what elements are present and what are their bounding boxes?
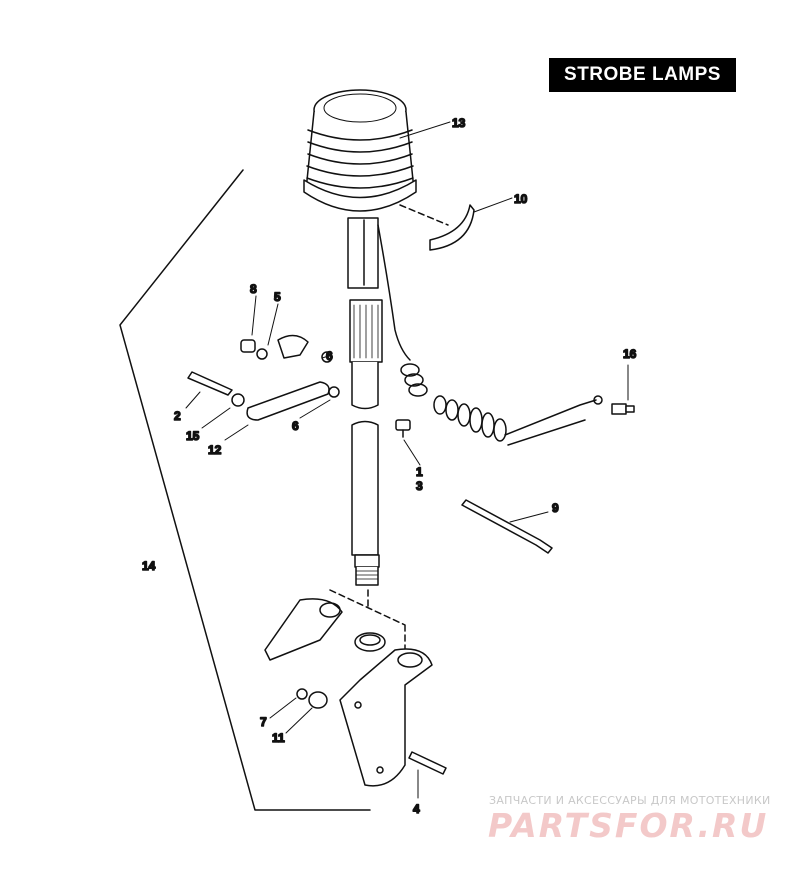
diagram-title: STROBE LAMPS: [549, 58, 736, 92]
lens-gasket: [429, 204, 475, 251]
connector-16: [611, 403, 635, 415]
lamp-cable: [377, 224, 411, 361]
callout-10: 10: [514, 192, 528, 206]
callout-2: 2: [174, 409, 181, 423]
main-bracket: [339, 648, 433, 787]
leader-lines: [185, 121, 629, 799]
cable-tie: [461, 499, 553, 554]
bolt-4: [408, 751, 447, 775]
callout-14: 14: [142, 559, 156, 573]
lower-mast: [351, 420, 380, 586]
washer-7: [296, 688, 308, 700]
callout-4: 4: [413, 802, 420, 816]
assembly-bracket-line: [119, 169, 371, 811]
callout-12: 12: [208, 443, 222, 457]
coiled-cord: [400, 363, 603, 446]
hardware-left: [187, 334, 340, 421]
callout-6-lower: 6: [292, 419, 299, 433]
callout-5: 5: [274, 290, 281, 304]
watermark-subtitle: ЗАПЧАСТИ И АКСЕССУАРЫ ДЛЯ МОТОТЕХНИКИ: [489, 794, 771, 807]
callout-16: 16: [623, 347, 637, 361]
mount-bracket-left: [264, 598, 343, 661]
callout-13: 13: [452, 116, 466, 130]
callout-7: 7: [260, 715, 267, 729]
washer-11: [308, 691, 328, 709]
callout-1: 1: [416, 465, 423, 479]
callout-6-upper: 6: [326, 349, 333, 363]
strobe-lamp-head: [303, 89, 417, 212]
screw-1: [395, 419, 411, 438]
callout-9: 9: [552, 501, 559, 515]
callout-8: 8: [250, 282, 257, 296]
callout-3: 3: [416, 479, 423, 493]
lamp-stem-upper: [347, 217, 383, 410]
watermark-brand: PARTSFOR.RU: [488, 806, 769, 845]
callout-11: 11: [272, 731, 285, 745]
callout-15: 15: [186, 429, 200, 443]
